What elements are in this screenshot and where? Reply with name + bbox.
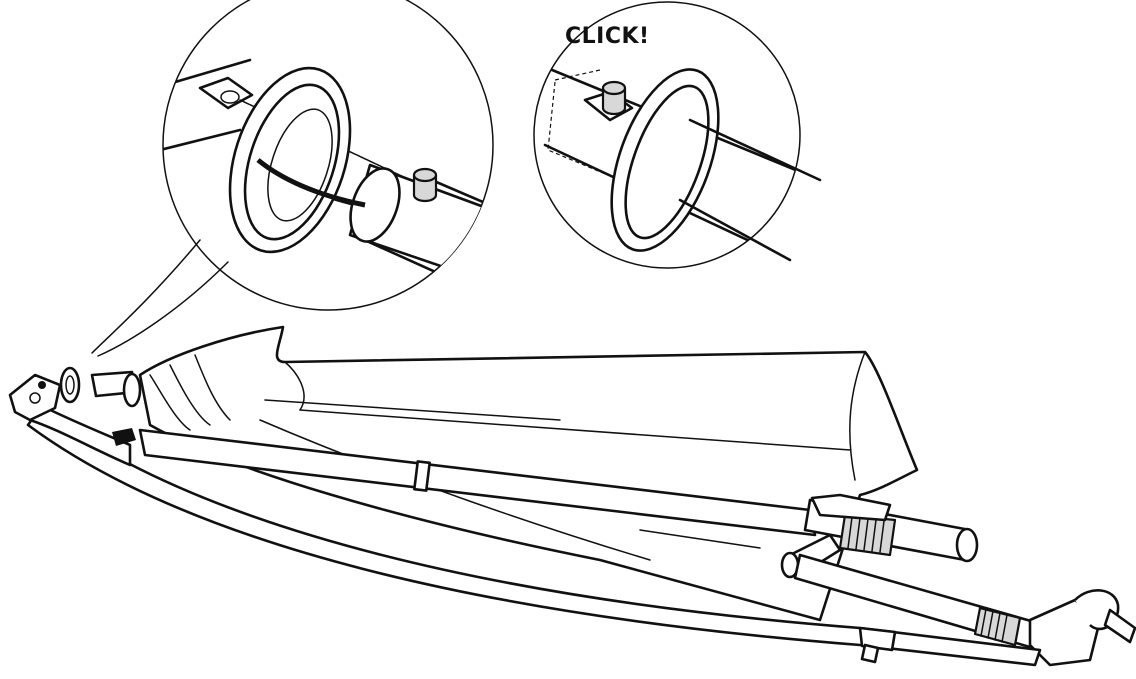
click-label: CLICK! [565, 24, 650, 49]
handle-end [955, 527, 979, 563]
hinge-pin [29, 392, 41, 404]
collar-ring-inner [243, 83, 341, 241]
grip-texture [847, 516, 885, 553]
grip-texture [980, 608, 1008, 643]
tube-edge [163, 58, 252, 87]
canopy-fold [639, 529, 761, 549]
crank-housing [810, 493, 892, 522]
tube-edge-front [678, 198, 792, 262]
leader-line-1 [91, 239, 201, 354]
pole-segment [28, 403, 132, 467]
canopy-rib [194, 354, 231, 421]
collar-ring-hole [65, 375, 75, 395]
canopy-fold [264, 399, 561, 421]
middle-pole [138, 428, 817, 537]
detail-view-unlocked [91, 0, 494, 357]
canopy-rib [169, 364, 211, 426]
collar-ring-small [59, 366, 81, 404]
collar-hole [267, 108, 333, 222]
pole-clamp [858, 626, 897, 652]
hinge-bracket [8, 373, 62, 422]
canopy-fold [259, 419, 651, 561]
latch-slot [198, 76, 254, 110]
curved-support-pole [26, 406, 1042, 667]
canopy-fold [284, 361, 305, 411]
leader-line-2 [97, 261, 229, 357]
collar-ring-inner [624, 84, 710, 240]
collar-main [122, 372, 142, 408]
canopy-rib [149, 374, 191, 431]
hidden-edge [547, 69, 616, 179]
latch-hole [220, 90, 240, 104]
tube-edge [163, 128, 242, 152]
hinge-bolt [38, 381, 46, 389]
hook-tab [1103, 608, 1136, 644]
canopy-fold [299, 409, 851, 451]
engaged-pin-top [601, 80, 627, 96]
umbrella-assembly [8, 325, 1136, 667]
canopy [138, 325, 919, 622]
engaged-pin [601, 86, 627, 116]
detail-circle-right [533, 1, 801, 269]
tube-edge-front [688, 118, 822, 182]
detail-view-locked: CLICK! [533, 1, 822, 269]
collar-ring-outer [228, 66, 352, 254]
detail-circle-left [162, 0, 494, 311]
push-pin [412, 173, 438, 203]
cord-through-ring [256, 158, 366, 208]
canopy-fold [849, 351, 866, 481]
brush-tip [112, 428, 136, 446]
strap-clip [413, 460, 431, 492]
clamp-tab [860, 643, 880, 664]
push-pin-top [412, 167, 438, 183]
